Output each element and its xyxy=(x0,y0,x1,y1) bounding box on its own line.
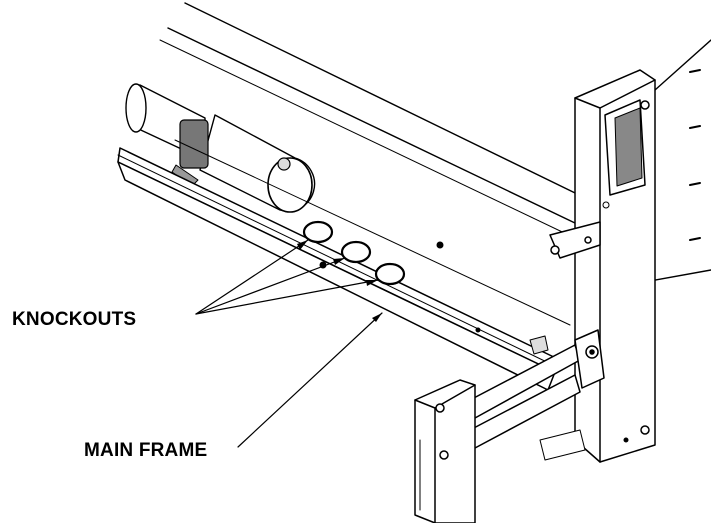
knockouts-leader-2 xyxy=(195,257,346,315)
leader-arrowheads xyxy=(297,240,382,322)
knockout-hole-3 xyxy=(374,262,406,286)
front-post xyxy=(414,379,476,523)
knockouts-leader-1 xyxy=(195,239,309,315)
rear-upright-post xyxy=(549,69,656,463)
knockout-holes xyxy=(302,220,406,286)
main-frame-leader xyxy=(237,312,383,448)
knockouts-label: KNOCKOUTS xyxy=(12,309,137,330)
main-frame-label: MAIN FRAME xyxy=(84,440,208,461)
crossbar-linkage xyxy=(469,329,605,461)
leader-lines xyxy=(195,239,383,448)
side-panel-slots xyxy=(689,69,701,241)
knockouts-leader-3 xyxy=(195,279,379,315)
knockout-hole-2 xyxy=(340,240,372,264)
knockout-hole-1 xyxy=(302,220,334,244)
